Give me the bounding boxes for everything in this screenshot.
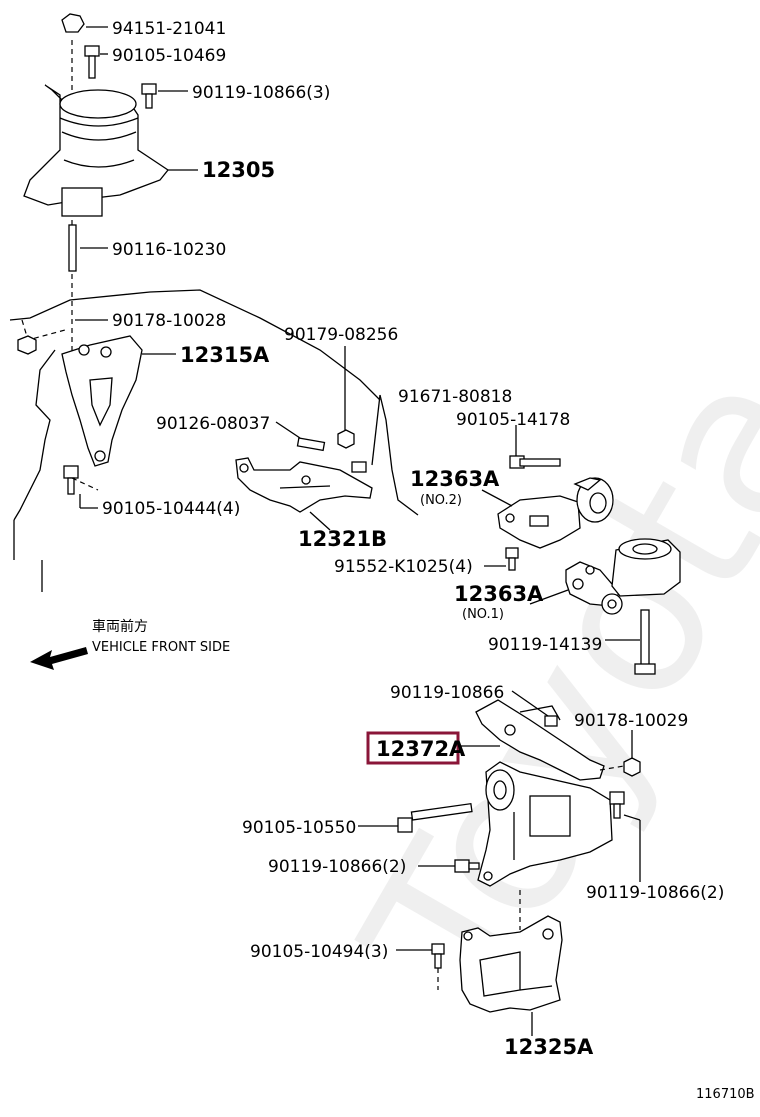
label-90105-10469: 90105-10469	[112, 46, 226, 66]
bolt-icon	[141, 83, 157, 95]
label-90179-08256: 90179-08256	[284, 325, 398, 345]
label-91552-k1025-4: 91552-K1025(4)	[334, 557, 473, 577]
bracket-12315a	[9, 289, 381, 592]
stud-icon	[68, 224, 77, 272]
label-90105-10494-3: 90105-10494(3)	[250, 942, 388, 962]
label-90119-10866: 90119-10866	[390, 683, 504, 703]
label-90105-10444-4: 90105-10444(4)	[102, 499, 240, 519]
label-90119-14139: 90119-14139	[488, 635, 602, 655]
transmission-mount	[358, 761, 641, 930]
bolt-icon	[84, 45, 100, 57]
bolt-icon	[397, 817, 413, 833]
label-no1: (NO.1)	[462, 607, 504, 622]
nut-icon	[623, 757, 641, 777]
label-90126-08037: 90126-08037	[156, 414, 270, 434]
bracket-12325a	[396, 915, 563, 1036]
bolt-icon	[296, 437, 326, 452]
highlight-box[interactable]	[366, 731, 460, 765]
vehicle-front-arrow	[30, 647, 88, 670]
label-12372a[interactable]: 12372A	[376, 737, 466, 761]
bolt-icon	[454, 859, 470, 873]
nut-icon	[17, 335, 37, 355]
label-90119-10866-3: 90119-10866(3)	[192, 83, 330, 103]
vehicle-front-english: VEHICLE FRONT SIDE	[92, 640, 230, 655]
label-12363a-no2: 12363A	[410, 467, 500, 491]
label-12305: 12305	[202, 158, 275, 182]
label-90116-10230: 90116-10230	[112, 240, 226, 260]
label-12321b: 12321B	[298, 527, 387, 551]
label-90178-10028: 90178-10028	[112, 311, 226, 331]
label-90105-14178: 90105-14178	[456, 410, 570, 430]
figure-id: 116710B	[696, 1087, 755, 1102]
label-90105-10550: 90105-10550	[242, 818, 356, 838]
vehicle-front-japanese: 車両前方	[92, 618, 148, 635]
engine-mount-12305	[23, 13, 198, 390]
bolt-icon	[351, 461, 367, 473]
label-12325a: 12325A	[504, 1035, 594, 1059]
arrow-left-icon	[30, 647, 88, 670]
nut-icon	[61, 13, 85, 33]
label-no2: (NO.2)	[420, 493, 462, 508]
label-94151-21041: 94151-21041	[112, 19, 226, 39]
bolt-icon	[640, 609, 650, 667]
bracket-12372a	[460, 690, 641, 781]
bolt-icon	[431, 943, 445, 955]
label-90119-10866-2-right: 90119-10866(2)	[586, 883, 724, 903]
bolt-icon	[544, 715, 558, 727]
label-90178-10029: 90178-10029	[574, 711, 688, 731]
bolt-icon	[63, 465, 79, 479]
bolt-icon	[609, 791, 625, 805]
label-90119-10866-2-left: 90119-10866(2)	[268, 857, 406, 877]
bracket-12321b	[235, 346, 381, 531]
label-12363a-no1: 12363A	[454, 582, 544, 606]
mount-12363a-no1	[529, 538, 681, 675]
label-12315a: 12315A	[180, 343, 270, 367]
mount-12363a-no2	[379, 394, 614, 571]
nut-icon	[337, 429, 355, 449]
bolt-icon	[505, 547, 519, 559]
label-91671-80818: 91671-80818	[398, 387, 512, 407]
